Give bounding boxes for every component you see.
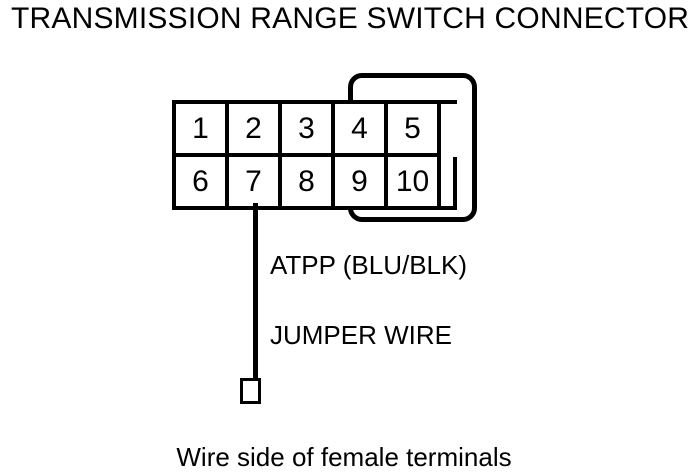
pin-cell-8[interactable]: 8 bbox=[282, 157, 335, 210]
pin-cell-4[interactable]: 4 bbox=[335, 104, 388, 157]
connector-assembly: 1 2 3 4 5 6 7 8 9 10 bbox=[172, 73, 477, 404]
pin-cell-6[interactable]: 6 bbox=[176, 157, 229, 210]
pin-cell-7[interactable]: 7 bbox=[229, 157, 282, 210]
wire-type-label: JUMPER WIRE bbox=[270, 320, 452, 350]
pin-cell-2[interactable]: 2 bbox=[229, 104, 282, 157]
diagram-caption: Wire side of female terminals bbox=[176, 442, 512, 472]
wire-signal-label: ATPP (BLU/BLK) bbox=[270, 250, 467, 280]
pin-cell-5[interactable]: 5 bbox=[388, 104, 441, 157]
pin-cell-10[interactable]: 10 bbox=[388, 157, 441, 210]
connector-pin-grid: 1 2 3 4 5 6 7 8 9 10 bbox=[172, 100, 457, 210]
pin-row-bottom: 6 7 8 9 10 bbox=[176, 157, 457, 210]
pin-grid-keyway-slot bbox=[441, 157, 457, 210]
jumper-wire-terminal bbox=[240, 378, 261, 404]
page-title: TRANSMISSION RANGE SWITCH CONNECTOR bbox=[11, 2, 688, 35]
pin-grid-top-spacer bbox=[441, 104, 453, 153]
pin-row-top: 1 2 3 4 5 bbox=[176, 104, 457, 157]
jumper-wire-line bbox=[253, 203, 258, 380]
pin-cell-9[interactable]: 9 bbox=[335, 157, 388, 210]
pin-cell-3[interactable]: 3 bbox=[282, 104, 335, 157]
pin-cell-1[interactable]: 1 bbox=[176, 104, 229, 157]
